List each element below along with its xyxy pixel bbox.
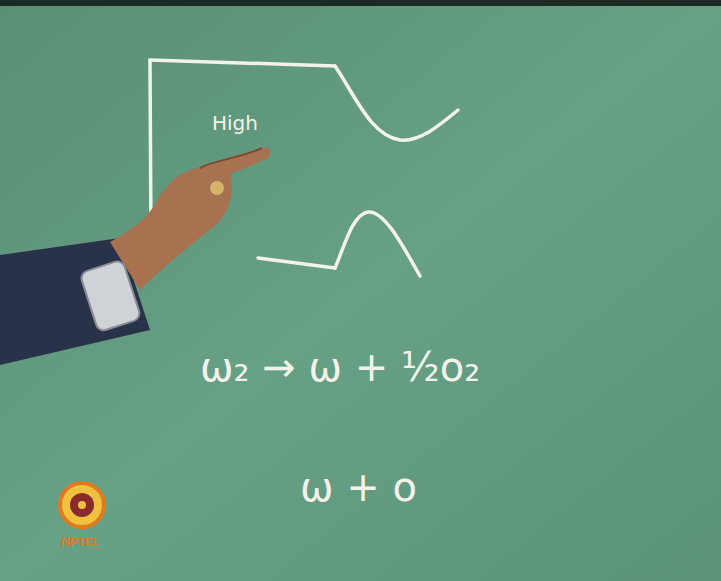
logo-text: NPTEL (61, 535, 100, 549)
region-label: High (212, 112, 258, 134)
pointing-hand (0, 148, 271, 365)
reaction-equation: ω₂ → ω + ½o₂ (200, 345, 480, 389)
board-frame (0, 0, 721, 6)
nozzle-outline (335, 66, 458, 276)
reaction-product: ω + o (300, 465, 417, 509)
nptel-logo (60, 483, 104, 527)
